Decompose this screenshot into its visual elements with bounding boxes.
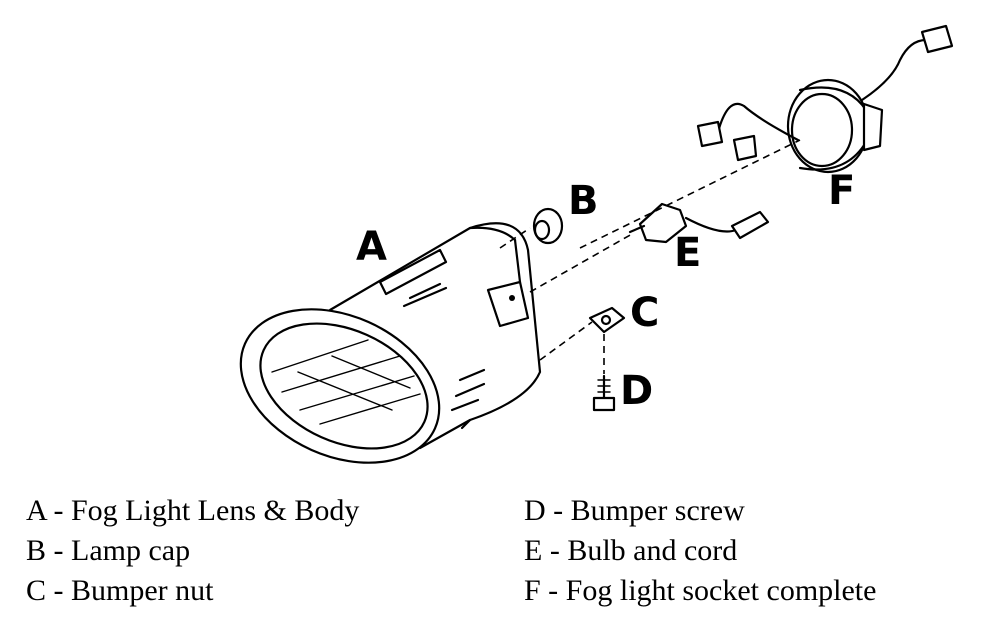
legend-item-c: C - Bumper nut bbox=[26, 574, 214, 607]
callout-f: F bbox=[828, 168, 855, 214]
bumper-screw bbox=[592, 374, 616, 412]
legend-item-a: A - Fog Light Lens & Body bbox=[26, 494, 360, 527]
bumper-nut bbox=[588, 306, 626, 334]
legend-item-e: E - Bulb and cord bbox=[524, 534, 738, 567]
legend-item-f: F - Fog light socket complete bbox=[524, 574, 877, 607]
exploded-parts-diagram: A B C D E F bbox=[239, 24, 954, 464]
fog-light-lens-body bbox=[239, 222, 542, 464]
legend-item-d: D - Bumper screw bbox=[524, 494, 745, 527]
bulb-and-cord bbox=[628, 202, 770, 244]
callout-c: C bbox=[630, 290, 659, 336]
lamp-cap bbox=[532, 207, 564, 245]
callout-e: E bbox=[674, 230, 701, 276]
legend-item-b: B - Lamp cap bbox=[26, 534, 191, 567]
assembly-line-nut bbox=[539, 321, 593, 361]
fog-light-socket bbox=[696, 24, 954, 174]
callout-d: D bbox=[620, 368, 653, 414]
assembly-line-socket bbox=[579, 139, 801, 249]
assembly-line-cap bbox=[499, 227, 531, 249]
assembly-line-bulb bbox=[529, 233, 633, 293]
callout-b: B bbox=[568, 178, 599, 224]
callout-a: A bbox=[356, 224, 387, 270]
